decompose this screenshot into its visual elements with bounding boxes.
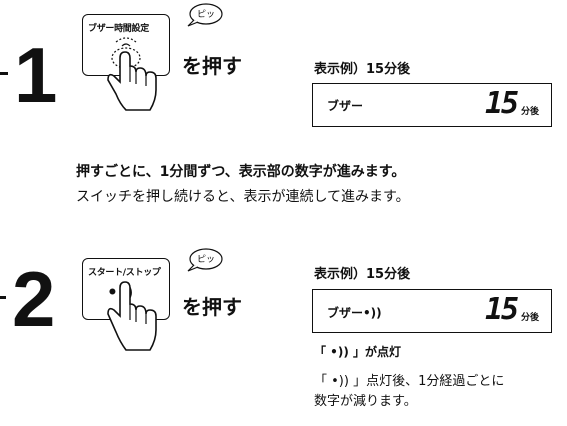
step2-dash bbox=[0, 296, 6, 299]
step2-number: 2 bbox=[12, 255, 56, 343]
speech-bubble-icon bbox=[187, 248, 223, 272]
step2-example-label: 表示例）15分後 bbox=[314, 267, 411, 282]
speech-bubble-icon bbox=[187, 3, 223, 27]
start-stop-label: スタート/ストップ bbox=[88, 268, 161, 278]
step2-display-text: ブザー•)) bbox=[327, 306, 382, 320]
step1-display-text: ブザー bbox=[327, 99, 364, 113]
step2-finger-press-icon bbox=[107, 281, 157, 351]
info-line: スイッチを押し続けると、表示が連続して進みます。 bbox=[76, 189, 410, 205]
step1-number: 1 bbox=[14, 31, 58, 119]
info-bold-line: 押すごとに、1分間ずつ、表示部の数字が進みます。 bbox=[76, 164, 406, 180]
step1-dash bbox=[0, 72, 8, 75]
step2-speech-bubble: ピッ bbox=[184, 247, 224, 272]
step2-note-countdown-line1: 「 •)) 」点灯後、1分経過ごとに bbox=[314, 374, 505, 389]
step2-display-number: 15 bbox=[485, 292, 519, 327]
step2-display-unit: 分後 bbox=[521, 313, 540, 323]
step2-display: ブザー•)) 15 分後 bbox=[312, 289, 552, 333]
step2-note-countdown-line2: 数字が減ります。 bbox=[314, 394, 417, 409]
step1-display-number: 15 bbox=[485, 86, 519, 121]
step1-speech-bubble: ピッ bbox=[184, 2, 224, 27]
step2-note-lit: 「 •)) 」が点灯 bbox=[314, 345, 401, 359]
step2-action: を押す bbox=[182, 295, 242, 319]
step1-finger-press-icon bbox=[107, 37, 157, 111]
step1-bubble-text: ピッ bbox=[197, 10, 216, 20]
step1-example-label: 表示例）15分後 bbox=[314, 62, 411, 77]
step1-display-unit: 分後 bbox=[521, 107, 540, 117]
step1-display: ブザー 15 分後 bbox=[312, 83, 552, 127]
buzzer-time-set-label: ブザー時間設定 bbox=[88, 24, 149, 34]
step1-action: を押す bbox=[182, 54, 242, 78]
step2-bubble-text: ピッ bbox=[197, 255, 216, 265]
